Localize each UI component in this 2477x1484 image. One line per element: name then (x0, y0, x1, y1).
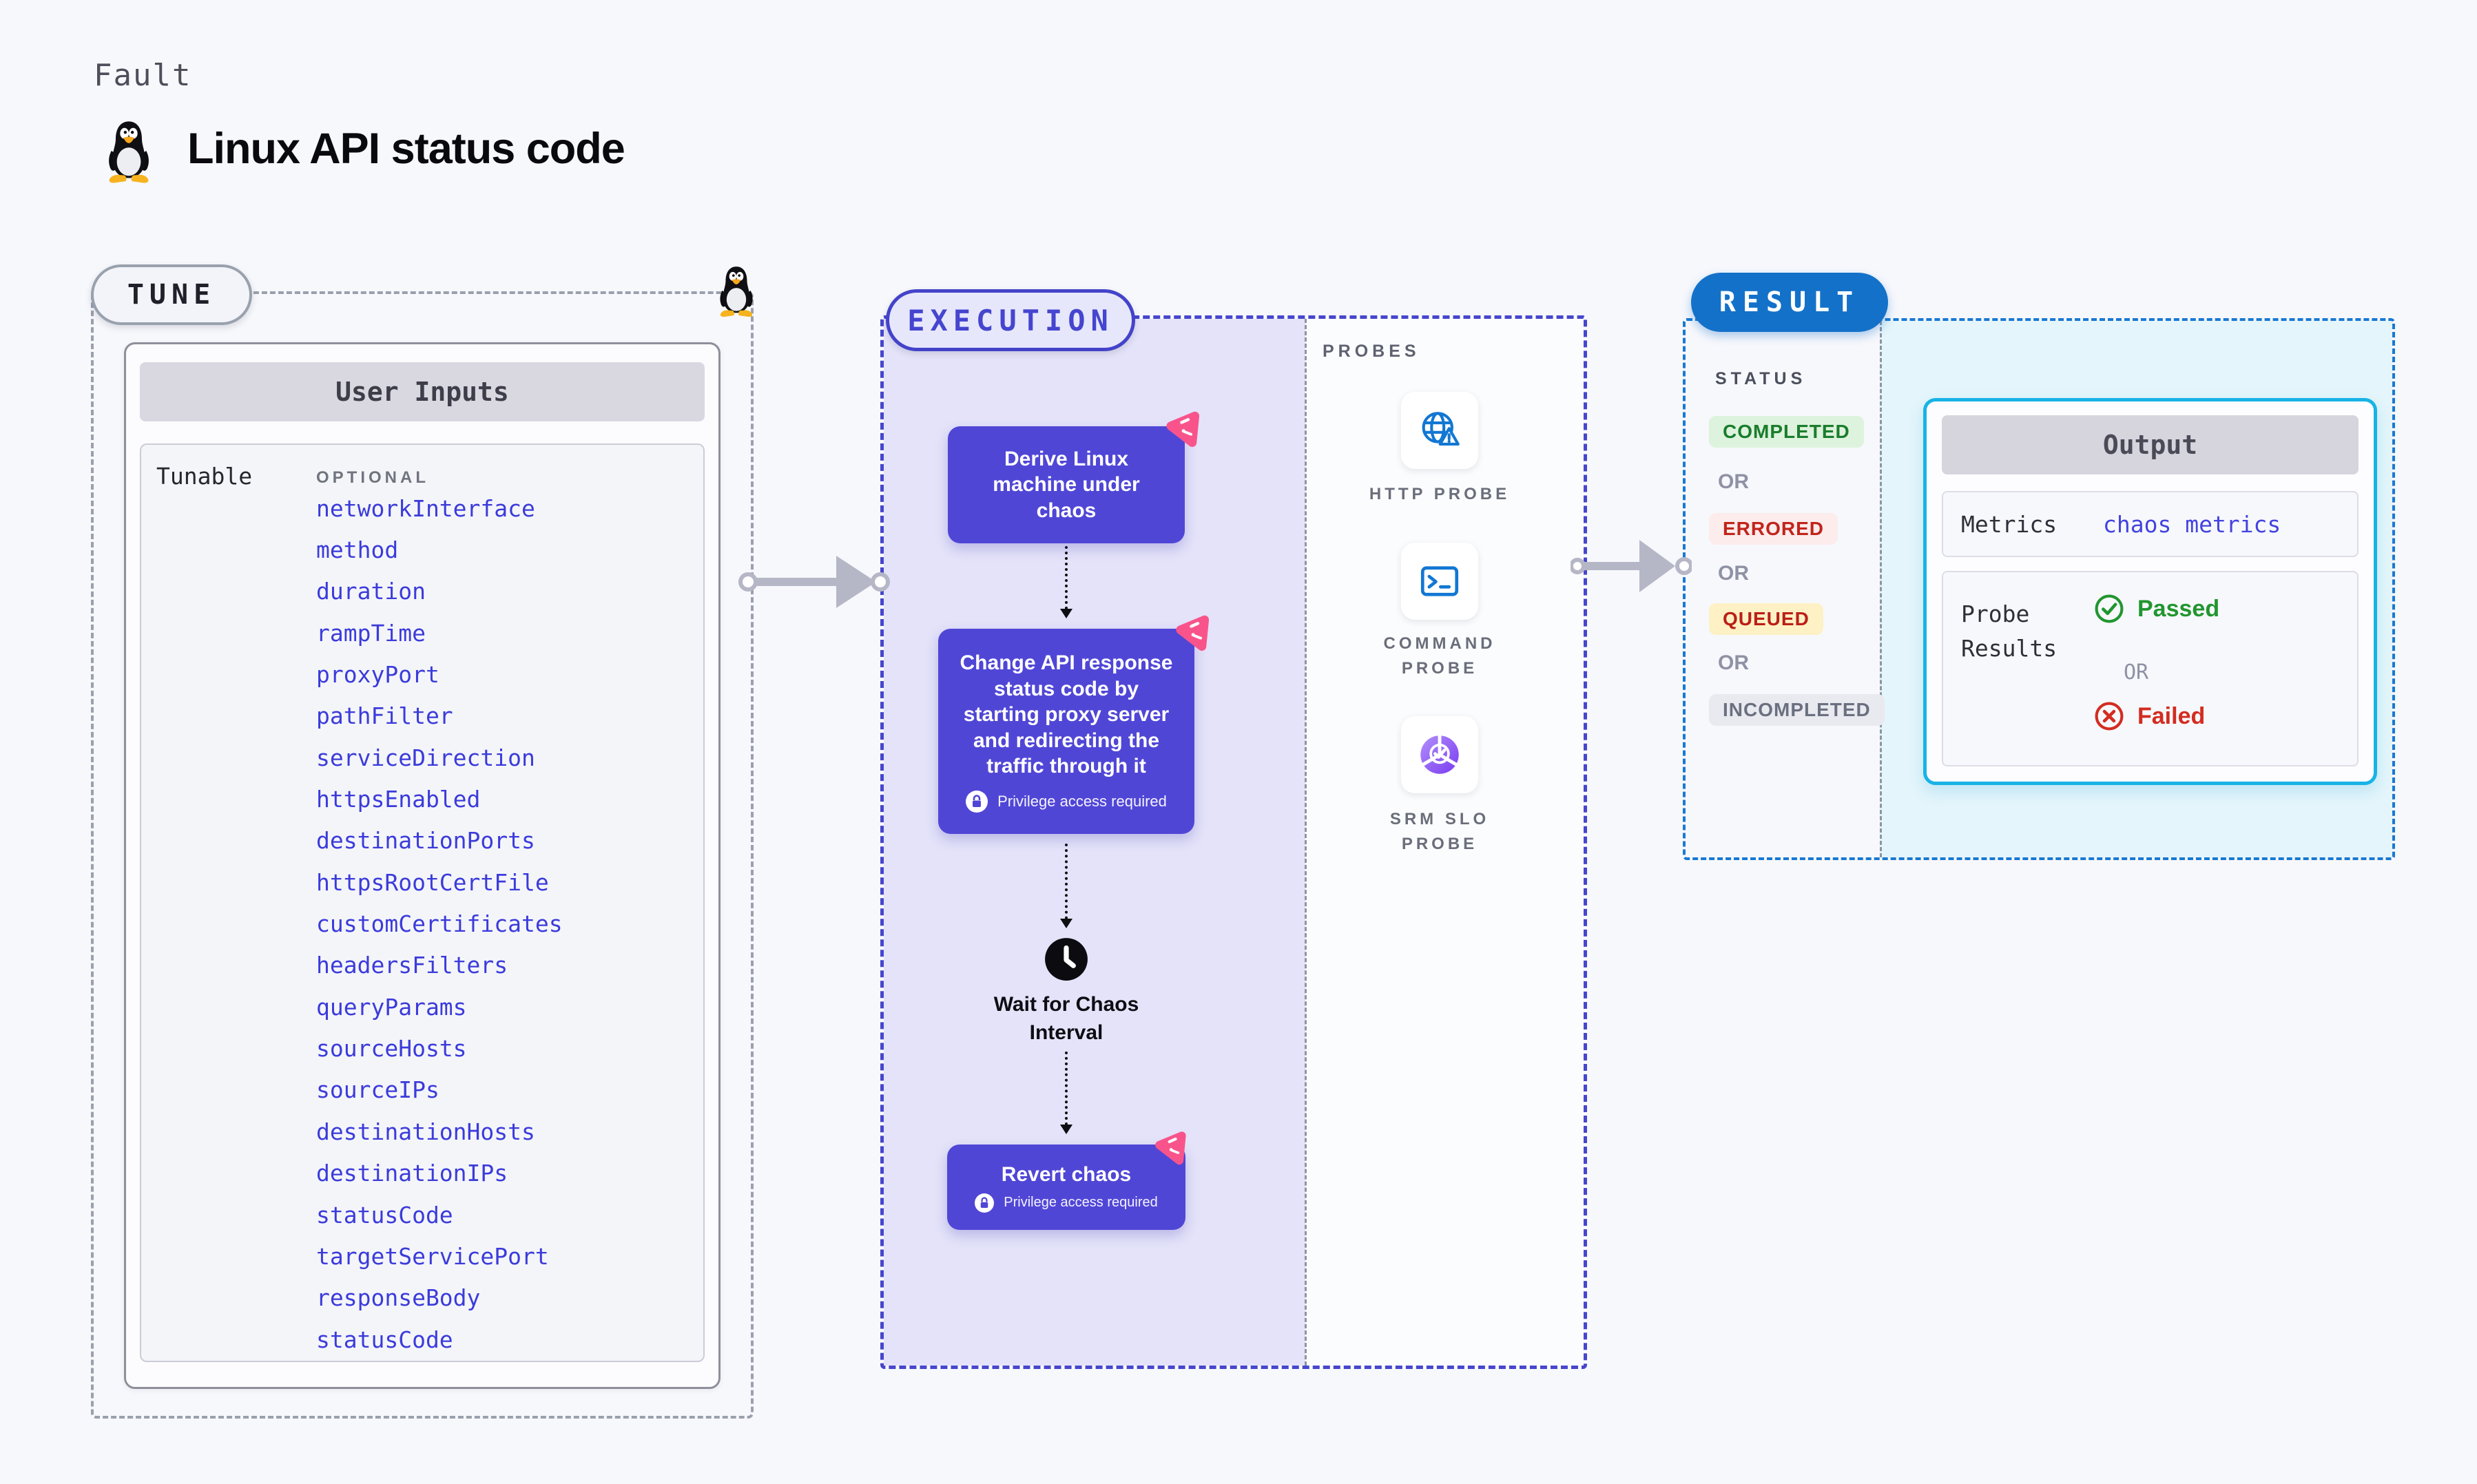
http-probe-label: HTTP PROBE (1369, 485, 1511, 503)
tunables-list: networkInterface method duration rampTim… (316, 488, 696, 1360)
chaos-icon (1172, 610, 1215, 653)
failed-label: Failed (2137, 702, 2206, 729)
srm-slo-probe-card[interactable] (1401, 716, 1478, 793)
status-badge-completed: COMPLETED (1709, 416, 1864, 448)
tunable-link[interactable]: rampTime (316, 619, 426, 647)
tunable-link[interactable]: statusCode (316, 1326, 453, 1353)
tunable-link[interactable]: queryParams (316, 993, 467, 1021)
failed-result: Failed (2093, 700, 2205, 732)
execution-badge: EXECUTION (886, 289, 1135, 351)
fault-kicker: Fault (94, 58, 192, 93)
flow-node-revert-chaos: Revert chaos Privilege access required (947, 1145, 1185, 1230)
user-inputs-header: User Inputs (140, 362, 705, 421)
tunable-column-label: Tunable (156, 463, 253, 490)
optional-column-label: OPTIONAL (316, 468, 429, 487)
or-label: OR (1718, 470, 1749, 493)
flow-connector-arrow (1060, 844, 1072, 928)
tune-badge: TUNE (91, 264, 252, 325)
status-badge-incompleted: INCOMPLETED (1709, 694, 1885, 726)
tunable-link[interactable]: customCertificates (316, 910, 563, 938)
tunable-link[interactable]: networkInterface (316, 494, 535, 522)
or-label: OR (1718, 651, 1749, 674)
passed-result: Passed (2093, 593, 2219, 625)
probe-results-label: Probe Results (1961, 600, 2058, 662)
output-card: Output Metrics chaos metrics Probe Resul… (1923, 398, 2377, 785)
command-probe-label: COMMAND PROBE (1383, 634, 1496, 678)
flow-node-text: Derive Linux machine under chaos (993, 447, 1140, 522)
tunable-link[interactable]: headersFilters (316, 952, 508, 979)
or-label: OR (1718, 562, 1749, 585)
status-badge-errored: ERRORED (1709, 513, 1838, 545)
flow-connector-arrow (1060, 1052, 1072, 1134)
result-divider (1880, 321, 1882, 857)
privilege-label: Privilege access required (997, 792, 1167, 810)
tunable-link[interactable]: destinationPorts (316, 827, 535, 855)
tunable-link[interactable]: destinationIPs (316, 1160, 508, 1187)
globe-warning-icon (1417, 408, 1462, 453)
wait-for-chaos-label: Wait for Chaos Interval (993, 993, 1139, 1045)
execution-to-result-arrow (1571, 540, 1692, 592)
privilege-label: Privilege access required (1004, 1195, 1158, 1211)
tunable-link[interactable]: serviceDirection (316, 744, 535, 771)
flow-node-text: Change API response status code by start… (960, 651, 1173, 778)
http-probe-card[interactable] (1401, 392, 1478, 469)
srm-slo-probe-label: SRM SLO PROBE (1389, 810, 1490, 853)
metrics-label: Metrics (1961, 510, 2058, 538)
x-circle-icon (2093, 700, 2125, 732)
tunable-link[interactable]: sourceHosts (316, 1035, 467, 1063)
flow-node-change-status-code: Change API response status code by start… (938, 629, 1194, 834)
tux-penguin-icon (101, 117, 157, 185)
check-circle-icon (2093, 593, 2125, 625)
result-badge: RESULT (1691, 273, 1888, 332)
metrics-row: Metrics chaos metrics (1942, 491, 2359, 557)
privilege-row: Privilege access required (966, 791, 1167, 813)
chaos-icon (1152, 1127, 1192, 1167)
status-badge-queued: QUEUED (1709, 603, 1823, 635)
tunable-link[interactable]: sourceIPs (316, 1076, 439, 1104)
tunable-link[interactable]: destinationHosts (316, 1118, 535, 1145)
flow-node-text: Revert chaos (1001, 1163, 1132, 1187)
passed-label: Passed (2137, 595, 2220, 622)
probes-divider (1305, 319, 1307, 1366)
tunables-panel: Tunable OPTIONAL networkInterface method… (140, 443, 705, 1362)
lock-icon (966, 791, 988, 813)
tunable-link[interactable]: duration (316, 578, 426, 605)
terminal-icon (1417, 558, 1462, 604)
or-label: OR (2124, 660, 2149, 684)
tunable-link[interactable]: httpsRootCertFile (316, 868, 549, 896)
page-title: Linux API status code (187, 125, 625, 173)
lock-icon (975, 1193, 994, 1213)
tunable-link[interactable]: proxyPort (316, 661, 439, 689)
slo-donut-check-icon (1416, 731, 1464, 779)
metrics-value-link[interactable]: chaos metrics (2103, 510, 2281, 538)
flow-node-derive-machine: Derive Linux machine under chaos (948, 426, 1185, 543)
command-probe-card[interactable] (1401, 543, 1478, 620)
tunable-link[interactable]: statusCode (316, 1201, 453, 1229)
tune-to-execution-arrow (738, 547, 898, 616)
flow-connector-arrow (1060, 546, 1072, 618)
user-inputs-card: User Inputs Tunable OPTIONAL networkInte… (124, 342, 721, 1389)
tunable-link[interactable]: method (316, 536, 399, 564)
tunable-link[interactable]: responseBody (316, 1284, 481, 1312)
output-header: Output (1942, 415, 2359, 474)
privilege-row: Privilege access required (975, 1193, 1158, 1213)
status-column-label: STATUS (1715, 369, 1807, 388)
tune-section (91, 291, 754, 1419)
probes-section-label: PROBES (1323, 342, 1420, 361)
chaos-icon (1163, 406, 1205, 449)
tunable-link[interactable]: httpsEnabled (316, 786, 481, 813)
tunable-link[interactable]: pathFilter (316, 702, 453, 730)
tux-penguin-icon-small (714, 263, 759, 318)
probe-results-row: Probe Results Passed OR Failed (1942, 571, 2359, 766)
tunable-link[interactable]: targetServicePort (316, 1242, 549, 1270)
clock-icon (1044, 937, 1089, 982)
